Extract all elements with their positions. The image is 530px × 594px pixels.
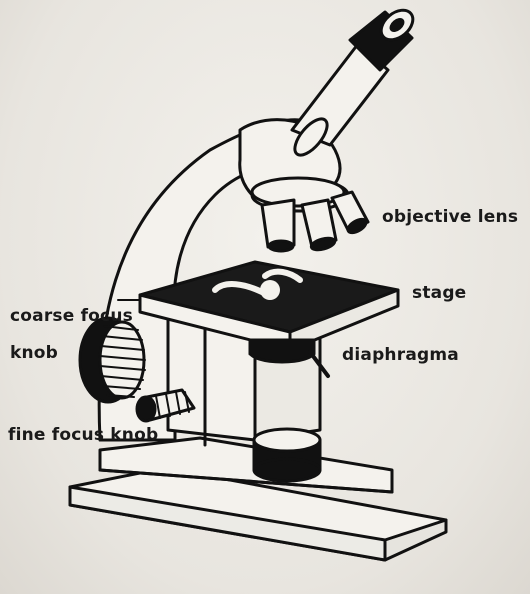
label-coarse-focus-knob: knob (10, 343, 58, 363)
label-coarse-focus: coarse focus (10, 306, 133, 326)
coarse-focus-knob (80, 318, 145, 402)
light-source (254, 429, 320, 481)
label-objective-lens: objective lens (382, 207, 518, 227)
objective-lenses (252, 178, 368, 252)
label-stage: stage (412, 283, 466, 303)
label-diaphragma: diaphragma (342, 345, 459, 365)
label-fine-focus-knob: fine focus knob (8, 425, 158, 445)
